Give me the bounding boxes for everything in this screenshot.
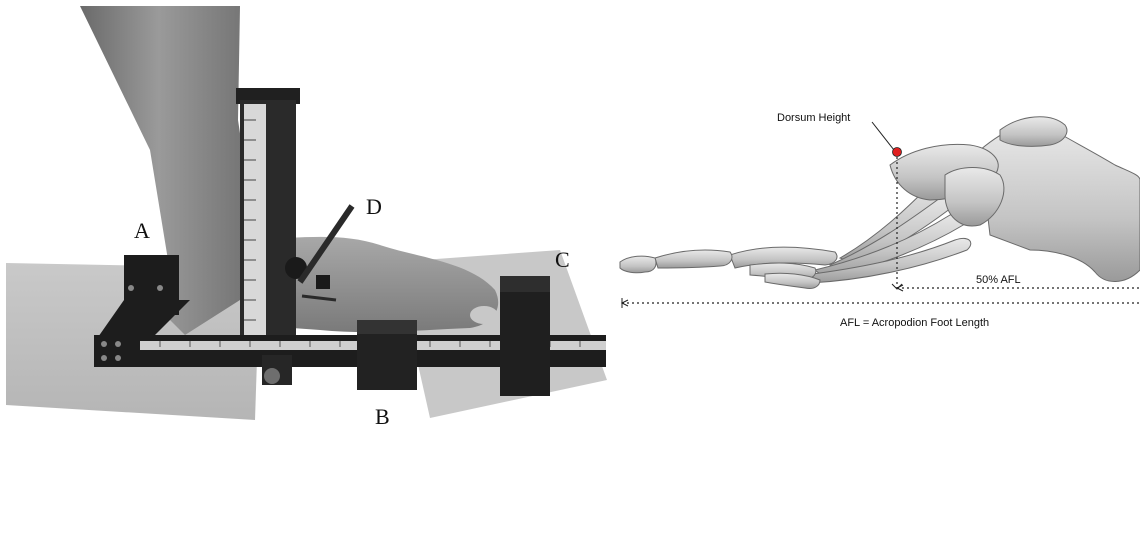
dorsum-height-label: Dorsum Height (777, 112, 850, 124)
label-a: A (134, 218, 150, 243)
afl-label: AFL = Acropodion Foot Length (840, 317, 989, 329)
label-d: D (366, 194, 382, 219)
dorsum-leader (872, 122, 894, 150)
toe-block (500, 276, 550, 396)
device-photo-panel: A B C D (0, 0, 610, 440)
label-c: C (555, 247, 570, 272)
device-photo: A B C D (0, 0, 610, 440)
dorsum-height-marker (893, 148, 902, 157)
label-b: B (375, 404, 390, 429)
half-afl-label: 50% AFL (976, 274, 1021, 286)
vertical-scale (244, 104, 266, 354)
foot-skeleton-diagram: Dorsum Height 50% AFL AFL = Acropodion F… (610, 0, 1140, 440)
foot-bones (620, 117, 1140, 289)
big-toe (470, 306, 498, 324)
foot-skeleton-diagram-panel: Dorsum Height 50% AFL AFL = Acropodion F… (610, 0, 1140, 440)
